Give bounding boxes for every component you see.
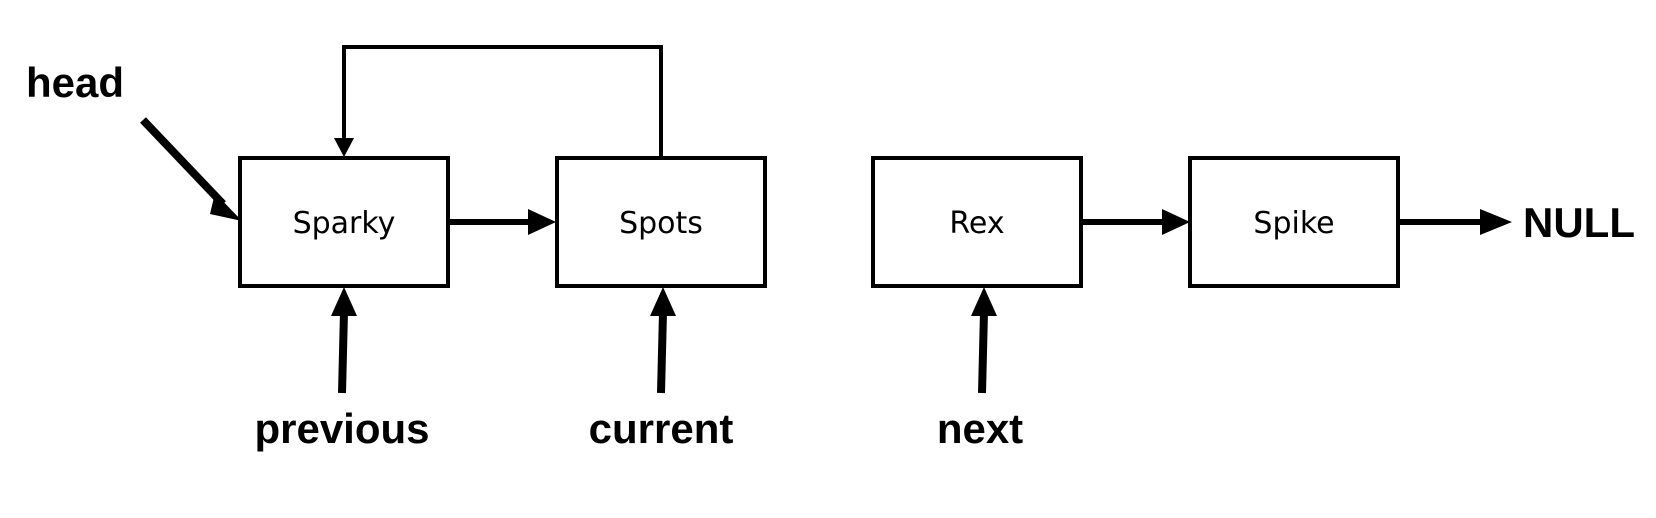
node-rex: Rex bbox=[871, 156, 1083, 288]
node-spots: Spots bbox=[555, 156, 767, 288]
previous-label: previous bbox=[254, 405, 429, 452]
arrow-next-pointer bbox=[971, 287, 997, 394]
current-label: current bbox=[589, 405, 734, 452]
head-label: head bbox=[26, 59, 124, 106]
node-spike-label: Spike bbox=[1253, 206, 1334, 241]
node-rex-label: Rex bbox=[949, 206, 1004, 241]
null-label: NULL bbox=[1523, 199, 1635, 246]
node-spots-label: Spots bbox=[619, 206, 703, 241]
node-spike-box bbox=[1188, 156, 1400, 288]
arrow-sparky-to-spots bbox=[450, 209, 556, 235]
arrow-current-pointer bbox=[650, 287, 676, 394]
arrow-rex-to-spike bbox=[1083, 209, 1190, 235]
node-sparky-box bbox=[238, 156, 450, 288]
next-label: next bbox=[937, 405, 1023, 452]
node-rex-box bbox=[871, 156, 1083, 288]
arrow-head-pointer bbox=[140, 117, 242, 221]
node-spike: Spike bbox=[1188, 156, 1400, 288]
node-sparky: Sparky bbox=[238, 156, 450, 288]
node-sparky-label: Sparky bbox=[293, 206, 396, 241]
arrow-spike-to-null bbox=[1400, 209, 1512, 235]
node-spots-box bbox=[555, 156, 767, 288]
arrow-previous-pointer bbox=[331, 287, 357, 394]
arrow-spots-to-sparky-loop bbox=[334, 45, 663, 157]
